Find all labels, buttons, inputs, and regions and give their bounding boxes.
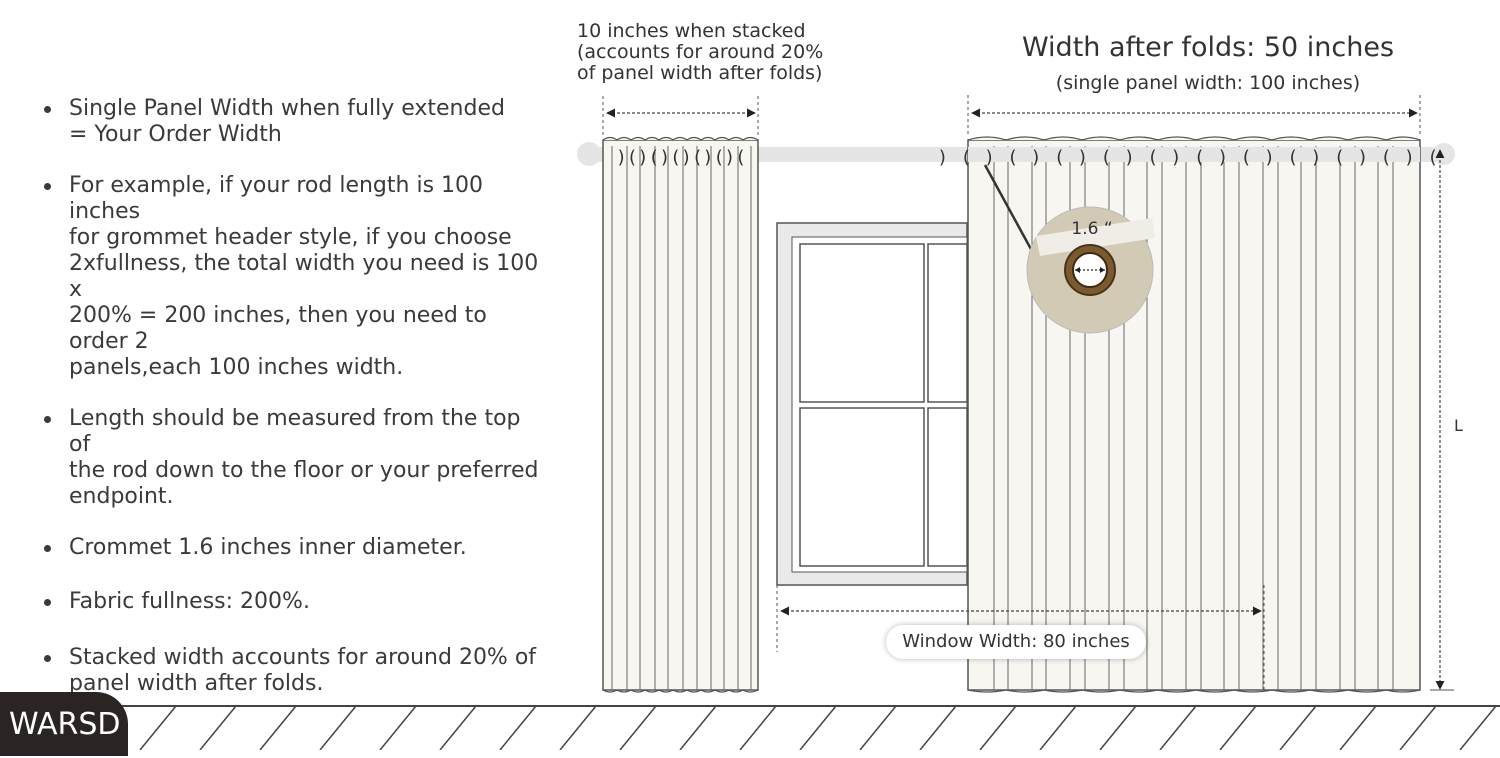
grommet-size-label: 1.6 “ [1071,219,1112,239]
brand-logo: WARSD [0,692,128,756]
window [776,222,968,586]
window-width-label: Window Width: 80 inches [886,625,1146,659]
bullet-panel-width: Single Panel Width when fully extended =… [40,96,540,148]
bullet-fullness: Fabric fullness: 200%. [40,589,540,615]
bullet-stacked-width: Stacked width accounts for around 20% of… [40,645,540,697]
stacked-width-label: 10 inches when stacked (accounts for aro… [577,20,824,84]
stacked-grommets: )()()()()()( [616,147,746,168]
extended-grommets: )()()()()()()()()()()( [937,147,1450,168]
bullet-length: Length should be measured from the top o… [40,406,540,510]
panel-width-subtitle: (single panel width: 100 inches) [1055,72,1361,94]
rod-finial-left [577,142,601,166]
feature-bullet-list: Single Panel Width when fully extended =… [40,96,540,697]
folded-width-title: Width after folds: 50 inches [1021,32,1395,63]
floor [0,705,1500,750]
length-label: L [1454,416,1463,435]
grommet-zoom-callout: 1.6 “ [983,164,1155,334]
bullet-grommet: Crommet 1.6 inches inner diameter. [40,535,540,561]
stacked-curtain-panel: )()()()()()( [602,136,759,693]
bullet-example: For example, if your rod length is 100 i… [40,173,540,381]
